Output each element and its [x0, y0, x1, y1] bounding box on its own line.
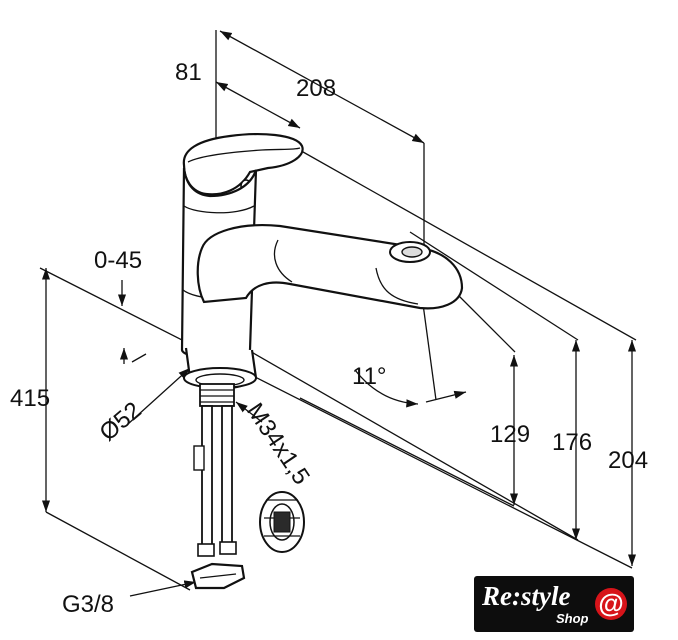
dim-81-label: 81: [175, 59, 202, 86]
dim-415-label: 415: [10, 385, 50, 412]
dim-204-label: 204: [608, 447, 648, 474]
logo-sub-text: Shop: [556, 611, 589, 626]
dim-0-45-label: 0-45: [94, 247, 142, 274]
logo-main-text: Re:style: [482, 581, 571, 611]
dim-11-label: 11°: [352, 363, 387, 390]
dim-208-label: 208: [296, 75, 336, 102]
dim-176-label: 176: [552, 429, 592, 456]
dim-129-label: 129: [490, 421, 530, 448]
dim-52-label: Ø52: [95, 397, 147, 447]
dim-g38-label: G3/8: [62, 591, 114, 618]
cart-at-icon: @: [595, 588, 627, 620]
restyle-shop-logo: Re:style Shop @: [474, 576, 634, 632]
dimension-lines: [39, 30, 637, 597]
faucet-body: [180, 133, 464, 590]
dim-m34-label: M34x1,5: [241, 398, 315, 489]
spacer-clip-part: [259, 491, 305, 553]
